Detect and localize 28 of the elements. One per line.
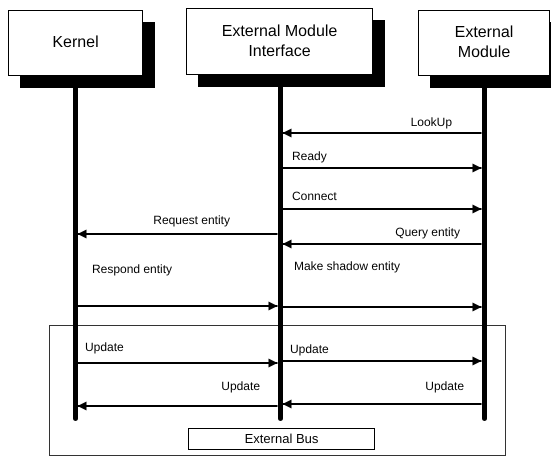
message-arrow [282,128,482,138]
message-arrow [78,230,278,238]
participant-name: External Module [454,23,514,63]
edge-label: Update [221,379,260,393]
frame-label-box [188,428,375,450]
message-arrow [282,400,482,408]
edge-label: LookUp [410,115,452,129]
edge-label: Update [290,342,329,356]
frame-label: External Bus [244,430,318,448]
frame-box [49,325,506,456]
edge-label: Ready [292,149,327,163]
edge-label: Request entity [153,213,230,227]
message-arrow [78,302,278,310]
message-arrow [282,356,482,366]
edge-label: Query entity [395,225,460,239]
message-arrow [282,204,482,214]
edge-label: Respond entity [92,262,172,276]
message-arrow [282,164,482,172]
message-arrow [282,240,482,248]
edge-label: Update [425,379,464,393]
participant-name: External Module Interface [220,22,338,62]
message-arrow [282,302,482,312]
edge-label: Make shadow entity [294,259,400,273]
edge-label: Connect [292,189,337,203]
message-arrow [78,402,278,410]
message-arrow [78,358,278,368]
participant-name: Kernel [52,33,99,53]
edge-label: Update [85,340,124,354]
